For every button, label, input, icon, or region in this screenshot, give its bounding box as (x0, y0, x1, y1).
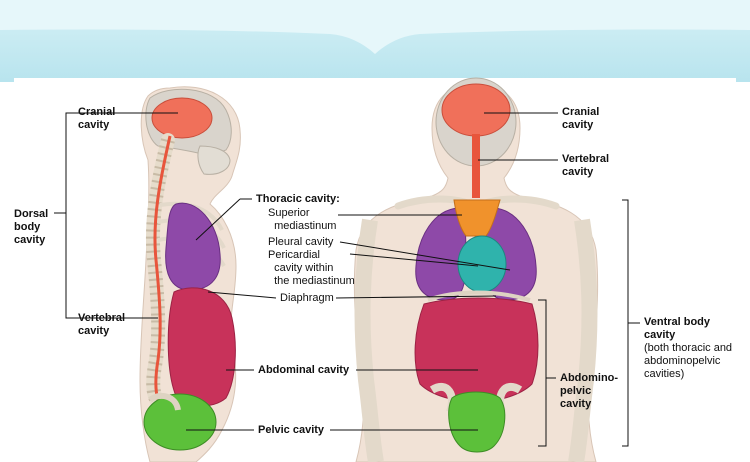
vertebral-cavity-anterior (472, 134, 480, 198)
ventral-bracket (622, 199, 629, 447)
label-vertebral-cavity-left: Vertebral cavity (78, 312, 126, 337)
label-pleural-cavity: Pleural cavity (268, 236, 334, 248)
anterior-right-arm (354, 218, 384, 462)
anterior-left-arm (568, 218, 598, 462)
label-pelvic-cavity: Pelvic cavity (258, 424, 325, 436)
pericardial-cavity (457, 235, 507, 293)
label-diaphragm: Diaphragm (280, 292, 334, 304)
label-abdominal-cavity: Abdominal cavity (258, 364, 350, 376)
lateral-spinal-cord (153, 135, 172, 401)
label-dorsal-body-cavity: Dorsal body cavity (14, 208, 49, 246)
label-superior-mediastinum: Superior mediastinum (268, 207, 337, 232)
cranial-cavity-anterior (441, 83, 511, 137)
header-banner (0, 0, 750, 82)
anterior-figure (353, 77, 599, 462)
label-cranial-cavity-left: Cranial cavity (78, 106, 116, 131)
label-thoracic-cavity: Thoracic cavity: (256, 193, 340, 205)
lateral-spine (145, 133, 175, 411)
lateral-jaw (197, 145, 231, 175)
label-ventral-body-cavity: Ventral body cavity (644, 316, 711, 341)
dorsal-bracket (65, 112, 72, 319)
label-vertebral-cavity-right: Vertebral cavity (562, 153, 610, 178)
cranial-cavity-lateral (151, 97, 213, 139)
abdominal-cavity-lateral (167, 287, 236, 407)
abdominal-cavity-anterior (414, 297, 539, 403)
label-cranial-cavity-right: Cranial cavity (562, 106, 600, 131)
abdominopelvic-bracket (538, 299, 547, 447)
label-ventral-note: (both thoracic and abdominopelvic caviti… (644, 342, 733, 380)
pelvic-cavity-anterior (448, 391, 506, 453)
leader-lines (54, 112, 640, 447)
label-pericardial-cavity: Pericardial cavity within the mediastinu… (268, 249, 355, 287)
label-abdominopelvic-cavity: Abdomino- pelvic cavity (560, 372, 619, 410)
lateral-hip (148, 392, 181, 411)
pelvic-cavity-lateral (143, 393, 217, 451)
lateral-figure (139, 86, 241, 462)
